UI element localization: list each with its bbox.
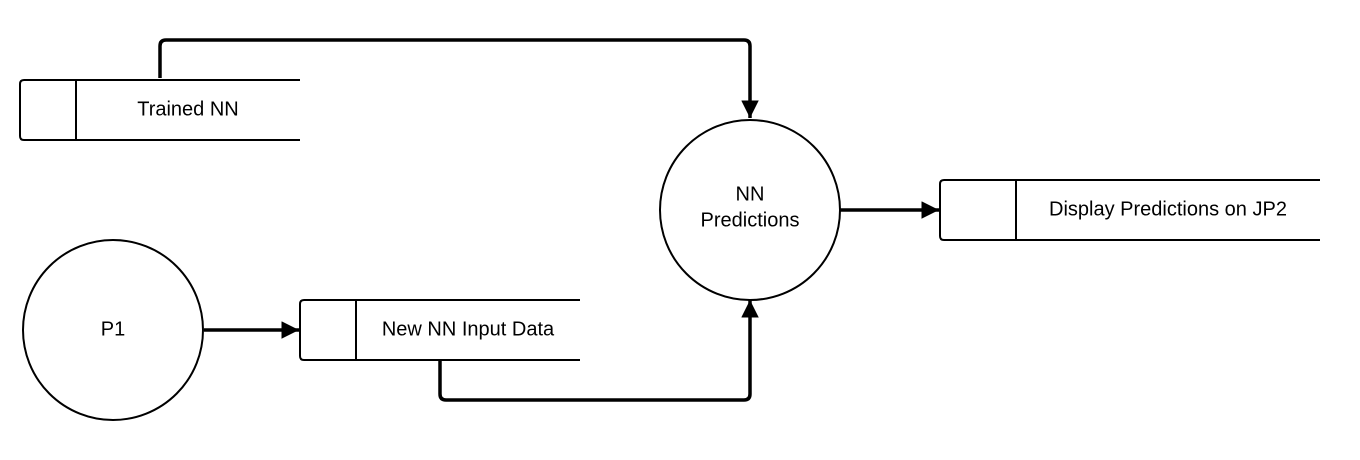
store-outline xyxy=(299,299,580,361)
flow-input-data-to-predictions xyxy=(438,300,759,402)
process-label-line-1: NN xyxy=(736,183,765,205)
process-label-line-2: Predictions xyxy=(701,209,800,231)
data-store-trained-nn[interactable]: Trained NN xyxy=(19,79,300,141)
process-label: P1 xyxy=(101,318,125,340)
process-circle xyxy=(22,239,204,421)
data-store-label: Trained NN xyxy=(137,98,239,120)
process-nn-predictions[interactable]: NN Predictions xyxy=(659,119,841,301)
data-store-label: New NN Input Data xyxy=(382,318,555,340)
data-store-new-nn-input-data[interactable]: New NN Input Data xyxy=(299,299,580,361)
flow-trained-nn-to-predictions xyxy=(158,38,759,118)
data-store-label: Display Predictions on JP2 xyxy=(1049,198,1287,220)
data-store-display-predictions[interactable]: Display Predictions on JP2 xyxy=(939,179,1320,241)
store-outline xyxy=(19,79,300,141)
process-circle xyxy=(659,119,841,301)
store-outline xyxy=(939,179,1320,241)
process-p1[interactable]: P1 xyxy=(22,239,204,421)
